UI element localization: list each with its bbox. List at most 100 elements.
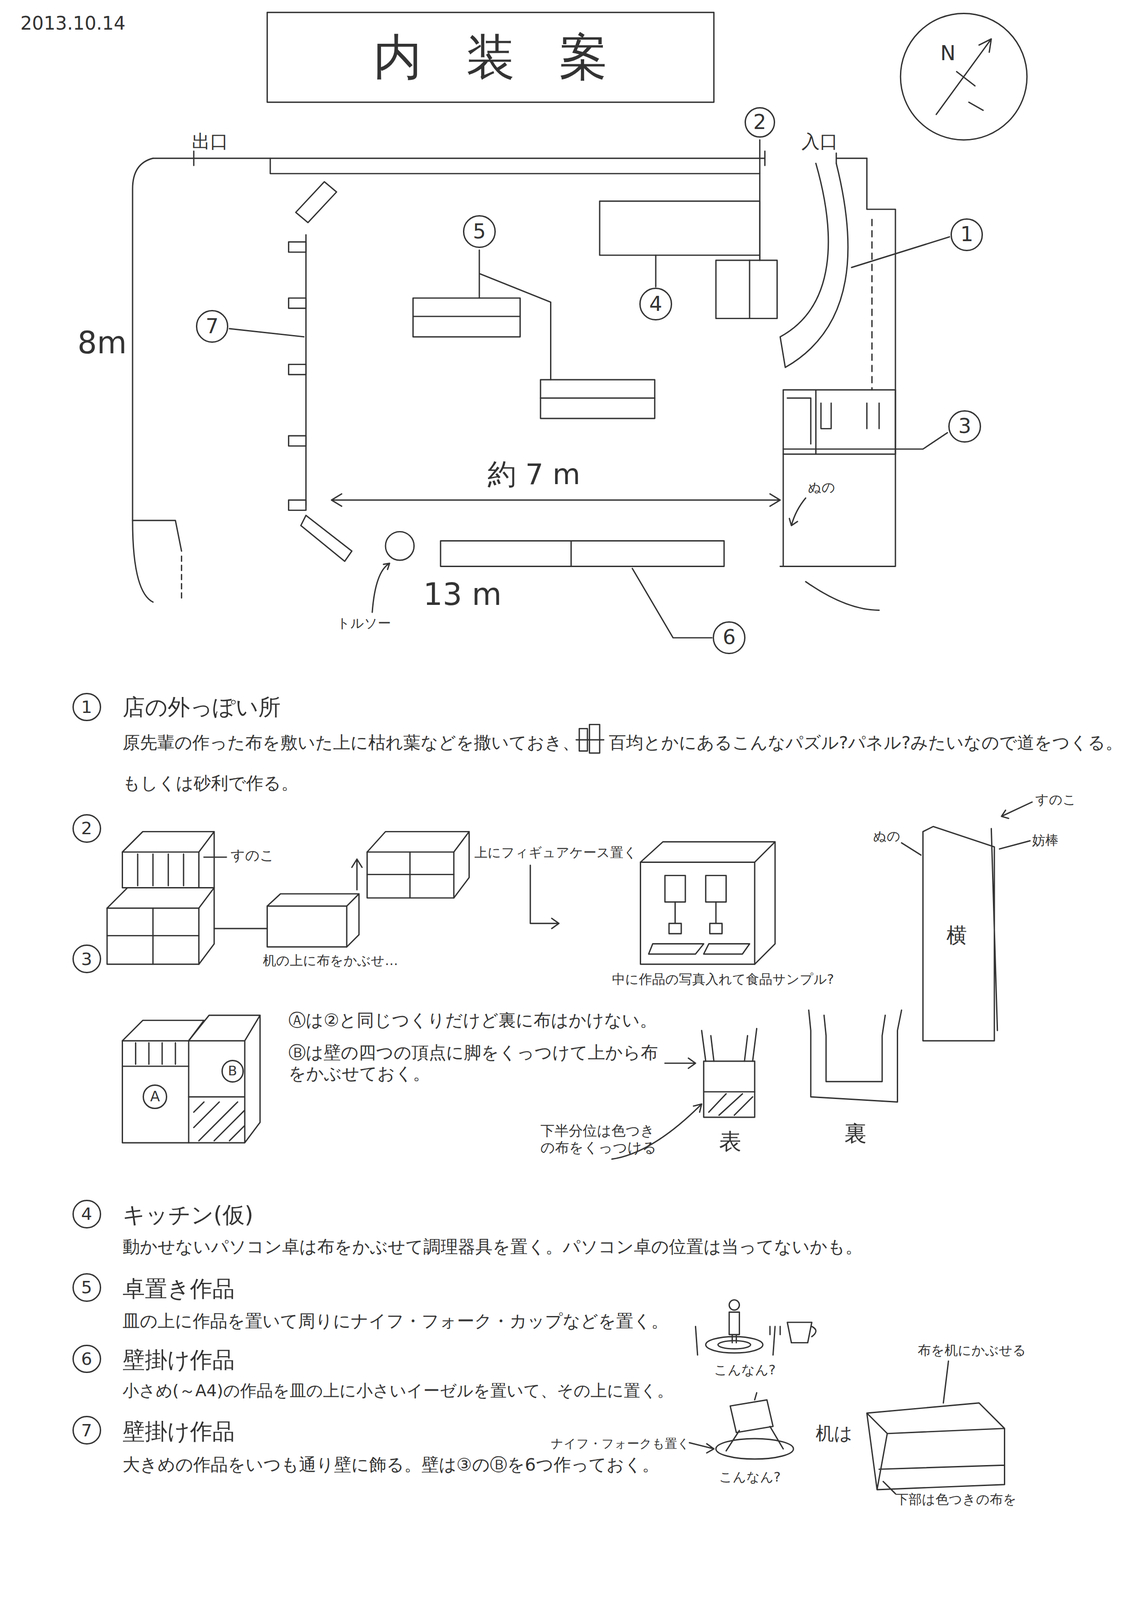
sketch-line [729, 1311, 740, 1343]
callout-number: 4 [649, 293, 663, 315]
sketch-line [901, 801, 1032, 855]
callout-circle: 4 [639, 287, 673, 321]
note-text: 壁掛け作品 [122, 1346, 235, 1373]
callout-number: 5 [472, 221, 486, 242]
sketch-line [640, 841, 775, 965]
sketch-line [922, 826, 998, 1041]
sketch-line [705, 1336, 763, 1353]
sketch-line [530, 864, 560, 929]
sketch-line [331, 493, 781, 507]
note-text: Ⓑは壁の四つの頂点に脚をくっつけて上から布をかぶせておく。 [288, 1042, 661, 1084]
sketch-line [664, 875, 686, 902]
sketch-line [372, 563, 390, 612]
callout-number: 7 [81, 1421, 93, 1439]
callout-circle: 1 [72, 692, 102, 722]
note-text: 机の上に布をかぶせ… [262, 952, 398, 969]
sketch-line [351, 858, 362, 890]
sketch-line [715, 1438, 794, 1459]
callout-circle: 5 [462, 215, 496, 248]
callout-circle: A [142, 1084, 168, 1109]
sketch-line [575, 739, 604, 741]
note-text: 入口 [801, 130, 838, 153]
note-text: ぬの [873, 827, 901, 844]
sketch-line [288, 298, 306, 309]
note-text: 布を机にかぶせる [917, 1341, 1027, 1358]
sketch-line [412, 298, 520, 337]
sketch-line [725, 1392, 783, 1451]
note-text: Ⓐは②と同じつくりだけど裏に布はかけない。 [288, 1009, 658, 1031]
note-text: 出口 [191, 130, 229, 153]
note-text: 壁掛け作品 [122, 1417, 235, 1445]
callout-circle: 7 [195, 309, 229, 343]
sketch-line [780, 163, 849, 368]
callout-number: 3 [958, 416, 972, 437]
note-text: 13 m [423, 575, 502, 613]
note-text: 皿の上に作品を置いて周りにナイフ・フォーク・カップなどを置く。 [122, 1310, 669, 1332]
note-text: すのこ [1035, 791, 1077, 808]
callout-circle: 6 [72, 1344, 102, 1373]
note-text: 大きめの作品をいつも通り壁に飾る。壁は③のⒷを6つ作っておく。 [122, 1454, 660, 1476]
sketch-line [749, 255, 760, 319]
sketch-line [267, 12, 714, 103]
sketch-line [689, 1442, 715, 1453]
callout-number: 3 [81, 950, 93, 968]
sketch-line [540, 397, 655, 399]
note-text: 横 [946, 922, 967, 948]
sketch-line [900, 13, 1028, 140]
sketch-line [789, 498, 806, 526]
note-text: 上にフィギュアケース置く [474, 844, 638, 861]
callout-number: 4 [81, 1204, 93, 1223]
sketch-line [589, 724, 600, 753]
note-text: 下半分位は色つきの布をくっつける [540, 1121, 664, 1157]
note-text: 中に作品の写真入れて食品サンプル? [611, 971, 834, 988]
sketch-line [107, 887, 215, 964]
sketch-line [180, 555, 183, 602]
sketch-line [715, 260, 777, 319]
sketch-line [122, 1019, 205, 1066]
callout-circle: B [221, 1059, 244, 1082]
note-text: 卓置き作品 [122, 1274, 235, 1302]
note-text: N [940, 41, 956, 66]
callout-number: A [149, 1089, 160, 1104]
note-text: 裏 [844, 1119, 867, 1147]
sketch-line [808, 1009, 902, 1102]
sketch-line [412, 315, 520, 318]
sketch-line [270, 158, 760, 174]
callout-number: 6 [722, 627, 736, 648]
sketch-line [783, 389, 896, 454]
callout-number: 1 [960, 224, 973, 245]
sketch-line [132, 158, 154, 602]
sketch-line [385, 531, 415, 561]
sketch-line [640, 862, 755, 965]
note-text: もしくは砂利で作る。 [122, 772, 299, 794]
note-text: 机は [815, 1421, 853, 1444]
sketch-line [695, 1326, 781, 1355]
callout-circle: 2 [72, 813, 102, 843]
callout-circle: 5 [72, 1272, 102, 1302]
sketch-line [367, 831, 470, 898]
note-text: 2013.10.14 [20, 12, 126, 35]
note-text: キッチン(仮) [122, 1201, 254, 1229]
title-text: 内装案 [329, 27, 653, 87]
sketch-line [540, 379, 655, 419]
sketch-line [701, 1028, 757, 1115]
sketch-line [871, 219, 873, 391]
note-text: すのこ [230, 846, 275, 864]
sketch-line [936, 38, 992, 115]
callout-circle: 3 [948, 410, 982, 443]
callout-number: 5 [81, 1278, 93, 1296]
note-text: 8m [77, 324, 127, 362]
sketch-line [440, 540, 725, 567]
callout-number: 2 [81, 819, 93, 837]
sketch-line [787, 1321, 817, 1343]
note-text: 小さめ(～A4)の作品を皿の上に小さいイーゼルを置いて、その上に置く。 [122, 1380, 674, 1401]
sketch-line [229, 139, 950, 638]
callout-number: 2 [753, 112, 766, 133]
sketch-line [295, 181, 352, 562]
sketch-line [664, 1057, 696, 1068]
callout-circle: 1 [950, 218, 984, 252]
note-text: 店の外っぽい所 [122, 693, 281, 721]
note-text: 動かせないパソコン卓は布をかぶせて調理器具を置く。パソコン卓の位置は当ってないか… [122, 1236, 863, 1258]
callout-circle: 7 [72, 1415, 102, 1445]
